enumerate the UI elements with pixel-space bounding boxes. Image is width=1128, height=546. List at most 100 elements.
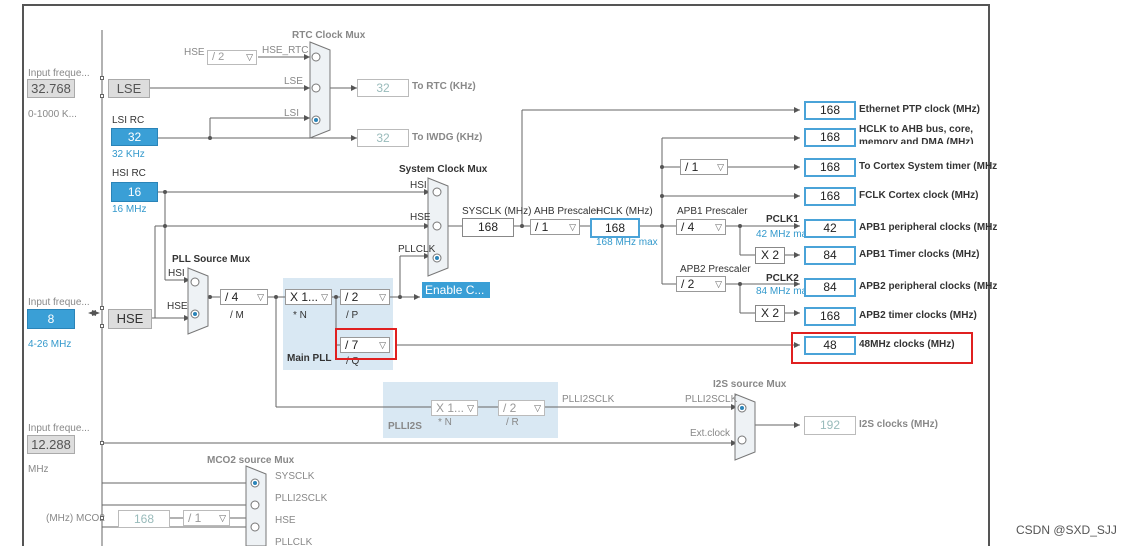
i2s-clock-value: 192 [804, 416, 856, 435]
enable-css-button[interactable]: Enable C... [422, 282, 490, 298]
rtc-mux-title: RTC Clock Mux [292, 30, 366, 41]
pll-n-multiplier-select[interactable]: X 1...▽ [285, 289, 332, 305]
main-pll-title: Main PLL [287, 353, 332, 364]
i2s-mux-ext-label[interactable]: Ext.clock [690, 428, 731, 439]
rtc-hse-label: HSE [184, 47, 205, 58]
chevron-down-icon: ▽ [257, 292, 264, 302]
iwdg-output-value: 32 [357, 129, 409, 147]
ahb-prescaler-select[interactable]: / 1▽ [530, 219, 580, 235]
i2s-clock-label: I2S clocks (MHz) [859, 419, 938, 430]
rtc-hse-divider-select[interactable]: / 2 ▽ [207, 50, 257, 65]
apb2-peripheral-label: APB2 peripheral clocks (MHz) [859, 281, 997, 292]
mco2-divider-select[interactable]: / 1▽ [183, 510, 230, 526]
diagram-frame [22, 4, 990, 546]
sys-mux-hsi-label[interactable]: HSI [410, 180, 427, 191]
i2s-source-mux-title: I2S source Mux [713, 379, 787, 390]
pll-m-label: / M [230, 310, 244, 321]
plli2s-r-label: / R [506, 417, 519, 428]
apb1-peripheral-value: 42 [804, 219, 856, 238]
apb2-prescaler-select[interactable]: / 2 ▽ [676, 276, 726, 292]
pll-src-hse-label[interactable]: HSE [167, 301, 188, 312]
mco2-plli2sclk-label[interactable]: PLLI2SCLK [275, 493, 328, 504]
cortex-timer-value: 168 [804, 158, 856, 177]
fclk-label: FCLK Cortex clock (MHz) [859, 190, 979, 201]
system-clock-mux-title: System Clock Mux [399, 164, 488, 175]
lsi-value: 32 [111, 128, 158, 146]
rtc-output-label: To RTC (KHz) [412, 81, 476, 92]
hclk-input-field[interactable]: 168 [590, 218, 640, 238]
mco2-pllclk-label[interactable]: PLLCLK [275, 537, 313, 546]
lse-input-field[interactable]: 32.768 [27, 79, 75, 98]
iwdg-output-label: To IWDG (KHz) [412, 132, 483, 143]
chevron-down-icon: ▽ [715, 279, 722, 289]
watermark: CSDN @SXD_SJJ [1016, 523, 1117, 537]
hclk-ahb-value: 168 [804, 128, 856, 147]
pll-p-divider-select[interactable]: / 2 ▽ [340, 289, 390, 305]
apb2-timer-multiplier: X 2 [755, 305, 785, 322]
hsi-unit: 16 MHz [112, 204, 147, 215]
ahb-prescaler-label: AHB Prescaler [534, 206, 600, 217]
apb2-timer-value: 168 [804, 307, 856, 326]
mco2-hse-label[interactable]: HSE [275, 515, 296, 526]
cortex-timer-label: To Cortex System timer (MHz) [859, 161, 997, 172]
pclk2-label: PCLK2 [766, 273, 799, 284]
apb2-prescaler-value: / 2 [681, 277, 695, 291]
pll-q-label: / Q [346, 356, 360, 367]
cortex-timer-divider-value: / 1 [685, 160, 699, 174]
lse-range-label: 0-1000 K... [28, 109, 77, 120]
sys-mux-hse-label[interactable]: HSE [410, 212, 431, 223]
plli2s-n-multiplier-select[interactable]: X 1...▽ [431, 400, 478, 416]
apb1-prescaler-select[interactable]: / 4▽ [676, 219, 726, 235]
chevron-down-icon: ▽ [321, 292, 328, 302]
highlight-q-divider [335, 328, 397, 360]
mco2-output-value: 168 [118, 510, 170, 528]
pll-m-value: / 4 [225, 290, 239, 304]
sysclk-value: 168 [462, 218, 514, 237]
rtc-lsi-label: LSI [284, 108, 300, 119]
plli2s-n-value: X 1... [436, 401, 465, 415]
plli2s-r-divider-select[interactable]: / 2▽ [498, 400, 545, 416]
hclk-label: HCLK (MHz) [596, 206, 653, 217]
pll-src-hsi-label[interactable]: HSI [168, 268, 185, 279]
sysclk-label: SYSCLK (MHz) [462, 206, 532, 217]
apb2-peripheral-value: 84 [804, 278, 856, 297]
lse-block: LSE [108, 79, 150, 98]
pll-q-divider-select[interactable]: / 7▽ [340, 337, 390, 353]
apb1-prescaler-value: / 4 [681, 220, 695, 234]
connector-dot [100, 306, 104, 310]
chevron-down-icon: ▽ [219, 513, 226, 523]
chevron-down-icon: ▽ [379, 340, 386, 350]
apb1-prescaler-label: APB1 Prescaler [677, 206, 748, 217]
ext-input-label: Input freque... [28, 423, 90, 434]
ext-input-field[interactable]: 12.288 [27, 435, 75, 454]
connector-dot [100, 324, 104, 328]
rtc-hse-divider-value: / 2 [212, 51, 225, 63]
connector-dot [100, 94, 104, 98]
ethernet-ptp-label: Ethernet PTP clock (MHz) [859, 104, 980, 115]
lse-input-label: Input freque... [28, 68, 90, 79]
pll-m-divider-select[interactable]: / 4 ▽ [220, 289, 268, 305]
rtc-output-value: 32 [357, 79, 409, 97]
pll-p-value: / 2 [345, 290, 359, 304]
pll-p-label: / P [346, 310, 359, 321]
apb1-timer-label: APB1 Timer clocks (MHz) [859, 249, 980, 260]
apb2-timer-label: APB2 timer clocks (MHz) [859, 310, 977, 321]
i2s-mux-plli2sclk-label[interactable]: PLLI2SCLK [685, 394, 738, 405]
chevron-down-icon: ▽ [717, 162, 724, 172]
chevron-down-icon: ▽ [246, 52, 253, 62]
apb2-prescaler-label: APB2 Prescaler [680, 264, 751, 275]
apb1-timer-value: 84 [804, 246, 856, 265]
pll-source-mux-title: PLL Source Mux [172, 254, 251, 265]
chevron-down-icon: ▽ [379, 292, 386, 302]
chevron-down-icon: ▽ [569, 222, 576, 232]
hse-input-field[interactable]: 8 [27, 309, 75, 329]
sys-mux-pllclk-label[interactable]: PLLCLK [398, 244, 436, 255]
cortex-timer-divider-select[interactable]: / 1 ▽ [680, 159, 728, 175]
chevron-down-icon: ▽ [534, 403, 541, 413]
rtc-hse-rtc-label: HSE_RTC [262, 45, 309, 56]
mco2-sysclk-label[interactable]: SYSCLK [275, 471, 315, 482]
pll-n-label: * N [293, 310, 307, 321]
hse-range-label: 4-26 MHz [28, 339, 72, 350]
